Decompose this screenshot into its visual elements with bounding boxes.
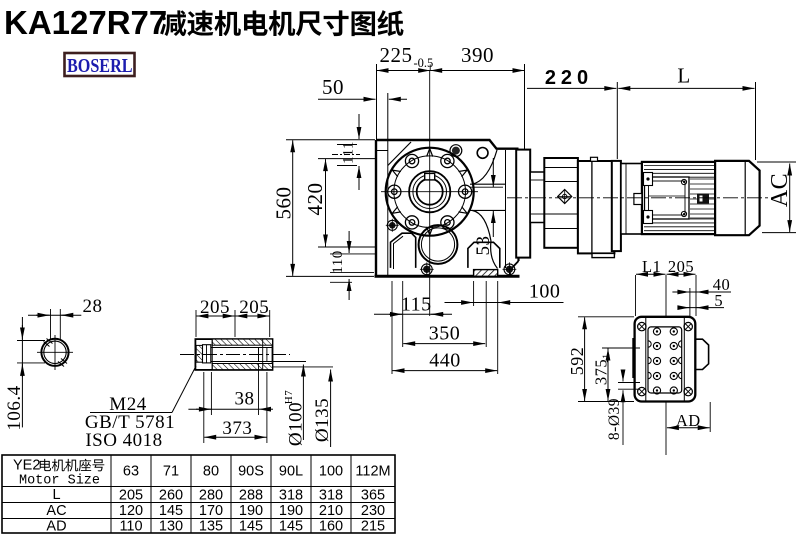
svg-text:280: 280 — [199, 488, 223, 504]
svg-text:40: 40 — [713, 275, 731, 294]
svg-text:110: 110 — [119, 519, 142, 535]
svg-text:50: 50 — [322, 75, 344, 99]
svg-text:420: 420 — [303, 183, 327, 216]
svg-text:AC: AC — [46, 503, 66, 519]
svg-text:288: 288 — [239, 488, 263, 504]
svg-text:YE2: YE2 — [13, 458, 40, 474]
svg-text:AD: AD — [676, 411, 701, 430]
svg-text:M24: M24 — [109, 394, 146, 415]
svg-text:KA127R77: KA127R77 — [4, 4, 167, 41]
svg-text:260: 260 — [159, 488, 183, 504]
svg-text:130: 130 — [159, 519, 183, 535]
svg-text:318: 318 — [319, 488, 343, 504]
svg-text:440: 440 — [429, 350, 461, 372]
svg-text:365: 365 — [361, 488, 385, 504]
svg-text:100: 100 — [529, 281, 561, 303]
svg-text:205: 205 — [239, 297, 269, 318]
svg-text:225: 225 — [380, 43, 413, 67]
svg-text:106.4: 106.4 — [4, 385, 25, 430]
svg-text:220: 220 — [545, 67, 593, 89]
svg-text:205: 205 — [200, 297, 230, 318]
svg-text:145: 145 — [159, 503, 183, 519]
svg-text:210: 210 — [319, 503, 343, 519]
svg-text:318: 318 — [279, 488, 303, 504]
svg-text:AC: AC — [767, 173, 793, 207]
svg-text:111: 111 — [341, 141, 357, 164]
svg-text:350: 350 — [429, 323, 461, 345]
svg-text:71: 71 — [163, 464, 179, 480]
svg-text:560: 560 — [272, 187, 296, 220]
svg-text:-1: -1 — [602, 353, 613, 362]
svg-text:BOSERL: BOSERL — [67, 55, 133, 77]
svg-text:190: 190 — [239, 503, 263, 519]
svg-text:H7: H7 — [283, 390, 295, 404]
svg-text:230: 230 — [361, 503, 385, 519]
svg-text:215: 215 — [361, 519, 385, 535]
svg-text:145: 145 — [279, 519, 303, 535]
svg-text:592: 592 — [567, 347, 587, 376]
svg-text:Ø135: Ø135 — [312, 398, 333, 442]
svg-text:GB/T 5781: GB/T 5781 — [85, 412, 175, 433]
svg-text:120: 120 — [119, 503, 143, 519]
svg-text:L: L — [677, 64, 690, 88]
svg-text:205: 205 — [119, 488, 143, 504]
svg-text:145: 145 — [239, 519, 263, 535]
svg-text:100: 100 — [319, 464, 343, 480]
svg-text:390: 390 — [461, 43, 494, 67]
svg-text:90L: 90L — [279, 464, 303, 480]
svg-text:AD: AD — [46, 519, 66, 535]
svg-text:160: 160 — [319, 519, 343, 535]
svg-text:53: 53 — [473, 236, 494, 256]
svg-text:115: 115 — [401, 294, 432, 316]
svg-text:38: 38 — [235, 389, 255, 410]
svg-text:L: L — [52, 487, 60, 503]
svg-text:63: 63 — [123, 464, 139, 480]
svg-text:Ø100: Ø100 — [286, 402, 307, 446]
svg-text:112M: 112M — [355, 464, 390, 480]
svg-text:135: 135 — [199, 519, 223, 535]
svg-text:90S: 90S — [238, 464, 264, 480]
svg-text:5: 5 — [714, 291, 723, 310]
svg-text:205: 205 — [668, 257, 694, 276]
svg-text:170: 170 — [199, 503, 223, 519]
svg-text:190: 190 — [279, 503, 303, 519]
svg-text:-0.5: -0.5 — [414, 56, 434, 70]
svg-text:ISO 4018: ISO 4018 — [85, 430, 162, 451]
svg-text:Motor Size: Motor Size — [19, 474, 100, 489]
svg-text:L1: L1 — [642, 257, 661, 276]
svg-text:373: 373 — [222, 418, 252, 439]
svg-text:110: 110 — [330, 250, 346, 273]
svg-text:8-Ø39: 8-Ø39 — [606, 398, 623, 440]
svg-text:28: 28 — [83, 296, 103, 317]
svg-text:80: 80 — [203, 464, 219, 480]
